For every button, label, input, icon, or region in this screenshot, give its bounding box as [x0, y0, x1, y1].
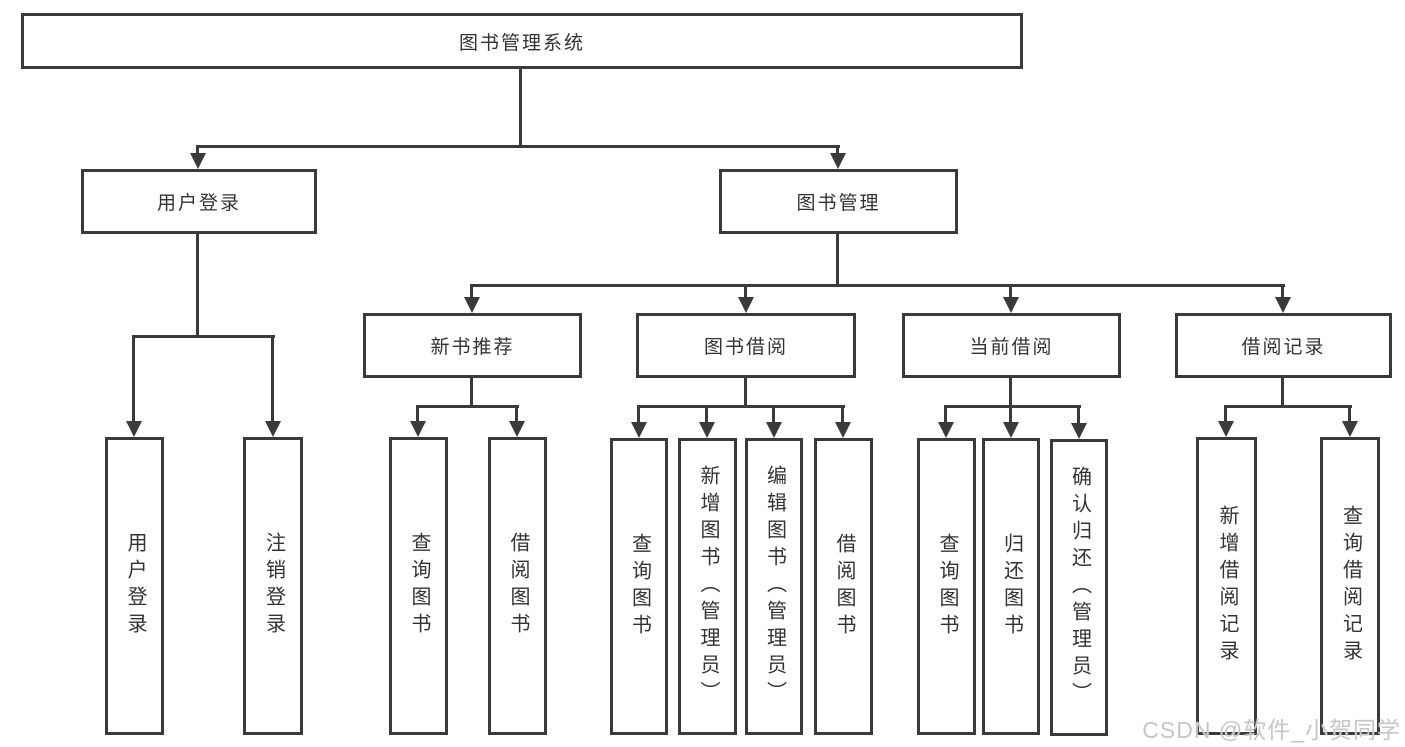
node-book-mgmt-branch-label: 图书管理	[796, 193, 881, 214]
connector-line	[1224, 406, 1227, 425]
connector-line	[637, 406, 640, 426]
connector-line	[836, 233, 839, 286]
node-root-label: 图书管理系统	[458, 32, 585, 54]
node-leaf-bb-query: 查询图书	[610, 438, 668, 735]
connector-line	[1348, 406, 1351, 425]
connector-line	[836, 146, 839, 157]
node-leaf-cb-confirm-label: 确认归还（管理员）	[1068, 466, 1091, 709]
node-borrow-records-label: 借阅记录	[1241, 337, 1326, 358]
node-leaf-cb-query: 查询图书	[917, 438, 976, 735]
node-leaf-bb-edit: 编辑图书（管理员）	[745, 438, 803, 735]
connector-line	[705, 406, 708, 426]
arrow-down-icon	[830, 153, 846, 169]
connector-line	[637, 405, 845, 408]
arrow-down-icon	[1342, 421, 1358, 437]
node-leaf-br-query: 查询借阅记录	[1320, 437, 1380, 735]
connector-line	[1009, 406, 1012, 426]
node-leaf-br-add-label: 新增借阅记录	[1216, 505, 1238, 667]
arrow-down-icon	[1003, 422, 1019, 438]
connector-line	[271, 336, 274, 425]
node-book-borrow: 图书借阅	[636, 313, 856, 378]
arrow-down-icon	[1003, 297, 1019, 313]
node-leaf-cb-confirm: 确认归还（管理员）	[1050, 439, 1108, 736]
arrow-down-icon	[835, 422, 851, 438]
node-leaf-nb-query: 查询图书	[389, 437, 448, 735]
node-user-login-branch-label: 用户登录	[156, 193, 241, 214]
connector-line	[470, 285, 473, 301]
connector-line	[1009, 285, 1012, 301]
connector-line	[196, 145, 840, 148]
connector-line	[841, 406, 844, 426]
arrow-down-icon	[410, 421, 426, 437]
arrow-down-icon	[464, 297, 480, 313]
node-book-borrow-label: 图书借阅	[703, 337, 788, 358]
node-leaf-br-add: 新增借阅记录	[1196, 437, 1257, 735]
node-leaf-nb-borrow: 借阅图书	[488, 437, 547, 735]
arrow-down-icon	[1275, 297, 1291, 313]
arrow-down-icon	[699, 422, 715, 438]
node-leaf-bb-edit-label: 编辑图书（管理员）	[763, 465, 786, 708]
connector-line	[1009, 377, 1012, 407]
node-current-borrow-label: 当前借阅	[969, 337, 1054, 358]
node-leaf-br-query-label: 查询借阅记录	[1339, 505, 1362, 667]
arrow-down-icon	[126, 421, 142, 437]
node-new-book-rec: 新书推荐	[363, 313, 582, 378]
node-leaf-bb-add: 新增图书（管理员）	[678, 438, 737, 735]
arrow-down-icon	[738, 297, 754, 313]
connector-line	[132, 336, 135, 425]
node-leaf-bb-borrow: 借阅图书	[814, 438, 873, 735]
node-borrow-records: 借阅记录	[1175, 313, 1392, 378]
connector-line	[772, 406, 775, 426]
node-leaf-nb-query-label: 查询图书	[408, 532, 430, 640]
connector-line	[470, 377, 473, 407]
node-leaf-bb-query-label: 查询图书	[628, 532, 651, 641]
connector-line	[416, 406, 419, 425]
connector-line	[1281, 377, 1284, 407]
connector-line	[515, 406, 518, 425]
connector-line	[944, 405, 1081, 408]
arrow-down-icon	[509, 421, 525, 437]
node-user-login-branch: 用户登录	[81, 169, 317, 234]
connector-line	[744, 377, 747, 407]
node-leaf-cb-return-label: 归还图书	[1000, 532, 1023, 641]
watermark: CSDN @软件_小贺同学	[1142, 717, 1401, 743]
node-leaf-bb-borrow-label: 借阅图书	[833, 532, 855, 641]
arrow-down-icon	[265, 421, 281, 437]
connector-line	[132, 335, 275, 338]
arrow-down-icon	[190, 153, 206, 169]
connector-line	[944, 406, 947, 426]
node-leaf-cb-query-label: 查询图书	[936, 532, 958, 641]
node-current-borrow: 当前借阅	[902, 313, 1121, 378]
connector-line	[1281, 285, 1284, 301]
arrow-down-icon	[938, 422, 954, 438]
arrow-down-icon	[631, 422, 647, 438]
node-leaf-logout: 注销登录	[243, 437, 303, 735]
node-leaf-logout-label: 注销登录	[262, 532, 285, 640]
connector-line	[196, 146, 199, 157]
arrow-down-icon	[1071, 423, 1087, 439]
node-leaf-bb-add-label: 新增图书（管理员）	[697, 465, 719, 708]
node-book-mgmt-branch: 图书管理	[719, 169, 958, 234]
node-leaf-cb-return: 归还图书	[982, 438, 1040, 735]
node-leaf-user-login-label: 用户登录	[124, 532, 146, 640]
node-root: 图书管理系统	[21, 13, 1023, 69]
node-leaf-nb-borrow-label: 借阅图书	[507, 532, 529, 640]
arrow-down-icon	[766, 422, 782, 438]
connector-line	[1224, 405, 1352, 408]
connector-line	[196, 233, 199, 337]
connector-line	[519, 68, 522, 147]
node-leaf-user-login: 用户登录	[105, 437, 164, 735]
node-new-book-rec-label: 新书推荐	[430, 337, 515, 358]
connector-line	[744, 285, 747, 301]
arrow-down-icon	[1218, 421, 1234, 437]
connector-line	[416, 405, 519, 408]
connector-line	[470, 284, 1285, 287]
connector-line	[1077, 406, 1080, 427]
